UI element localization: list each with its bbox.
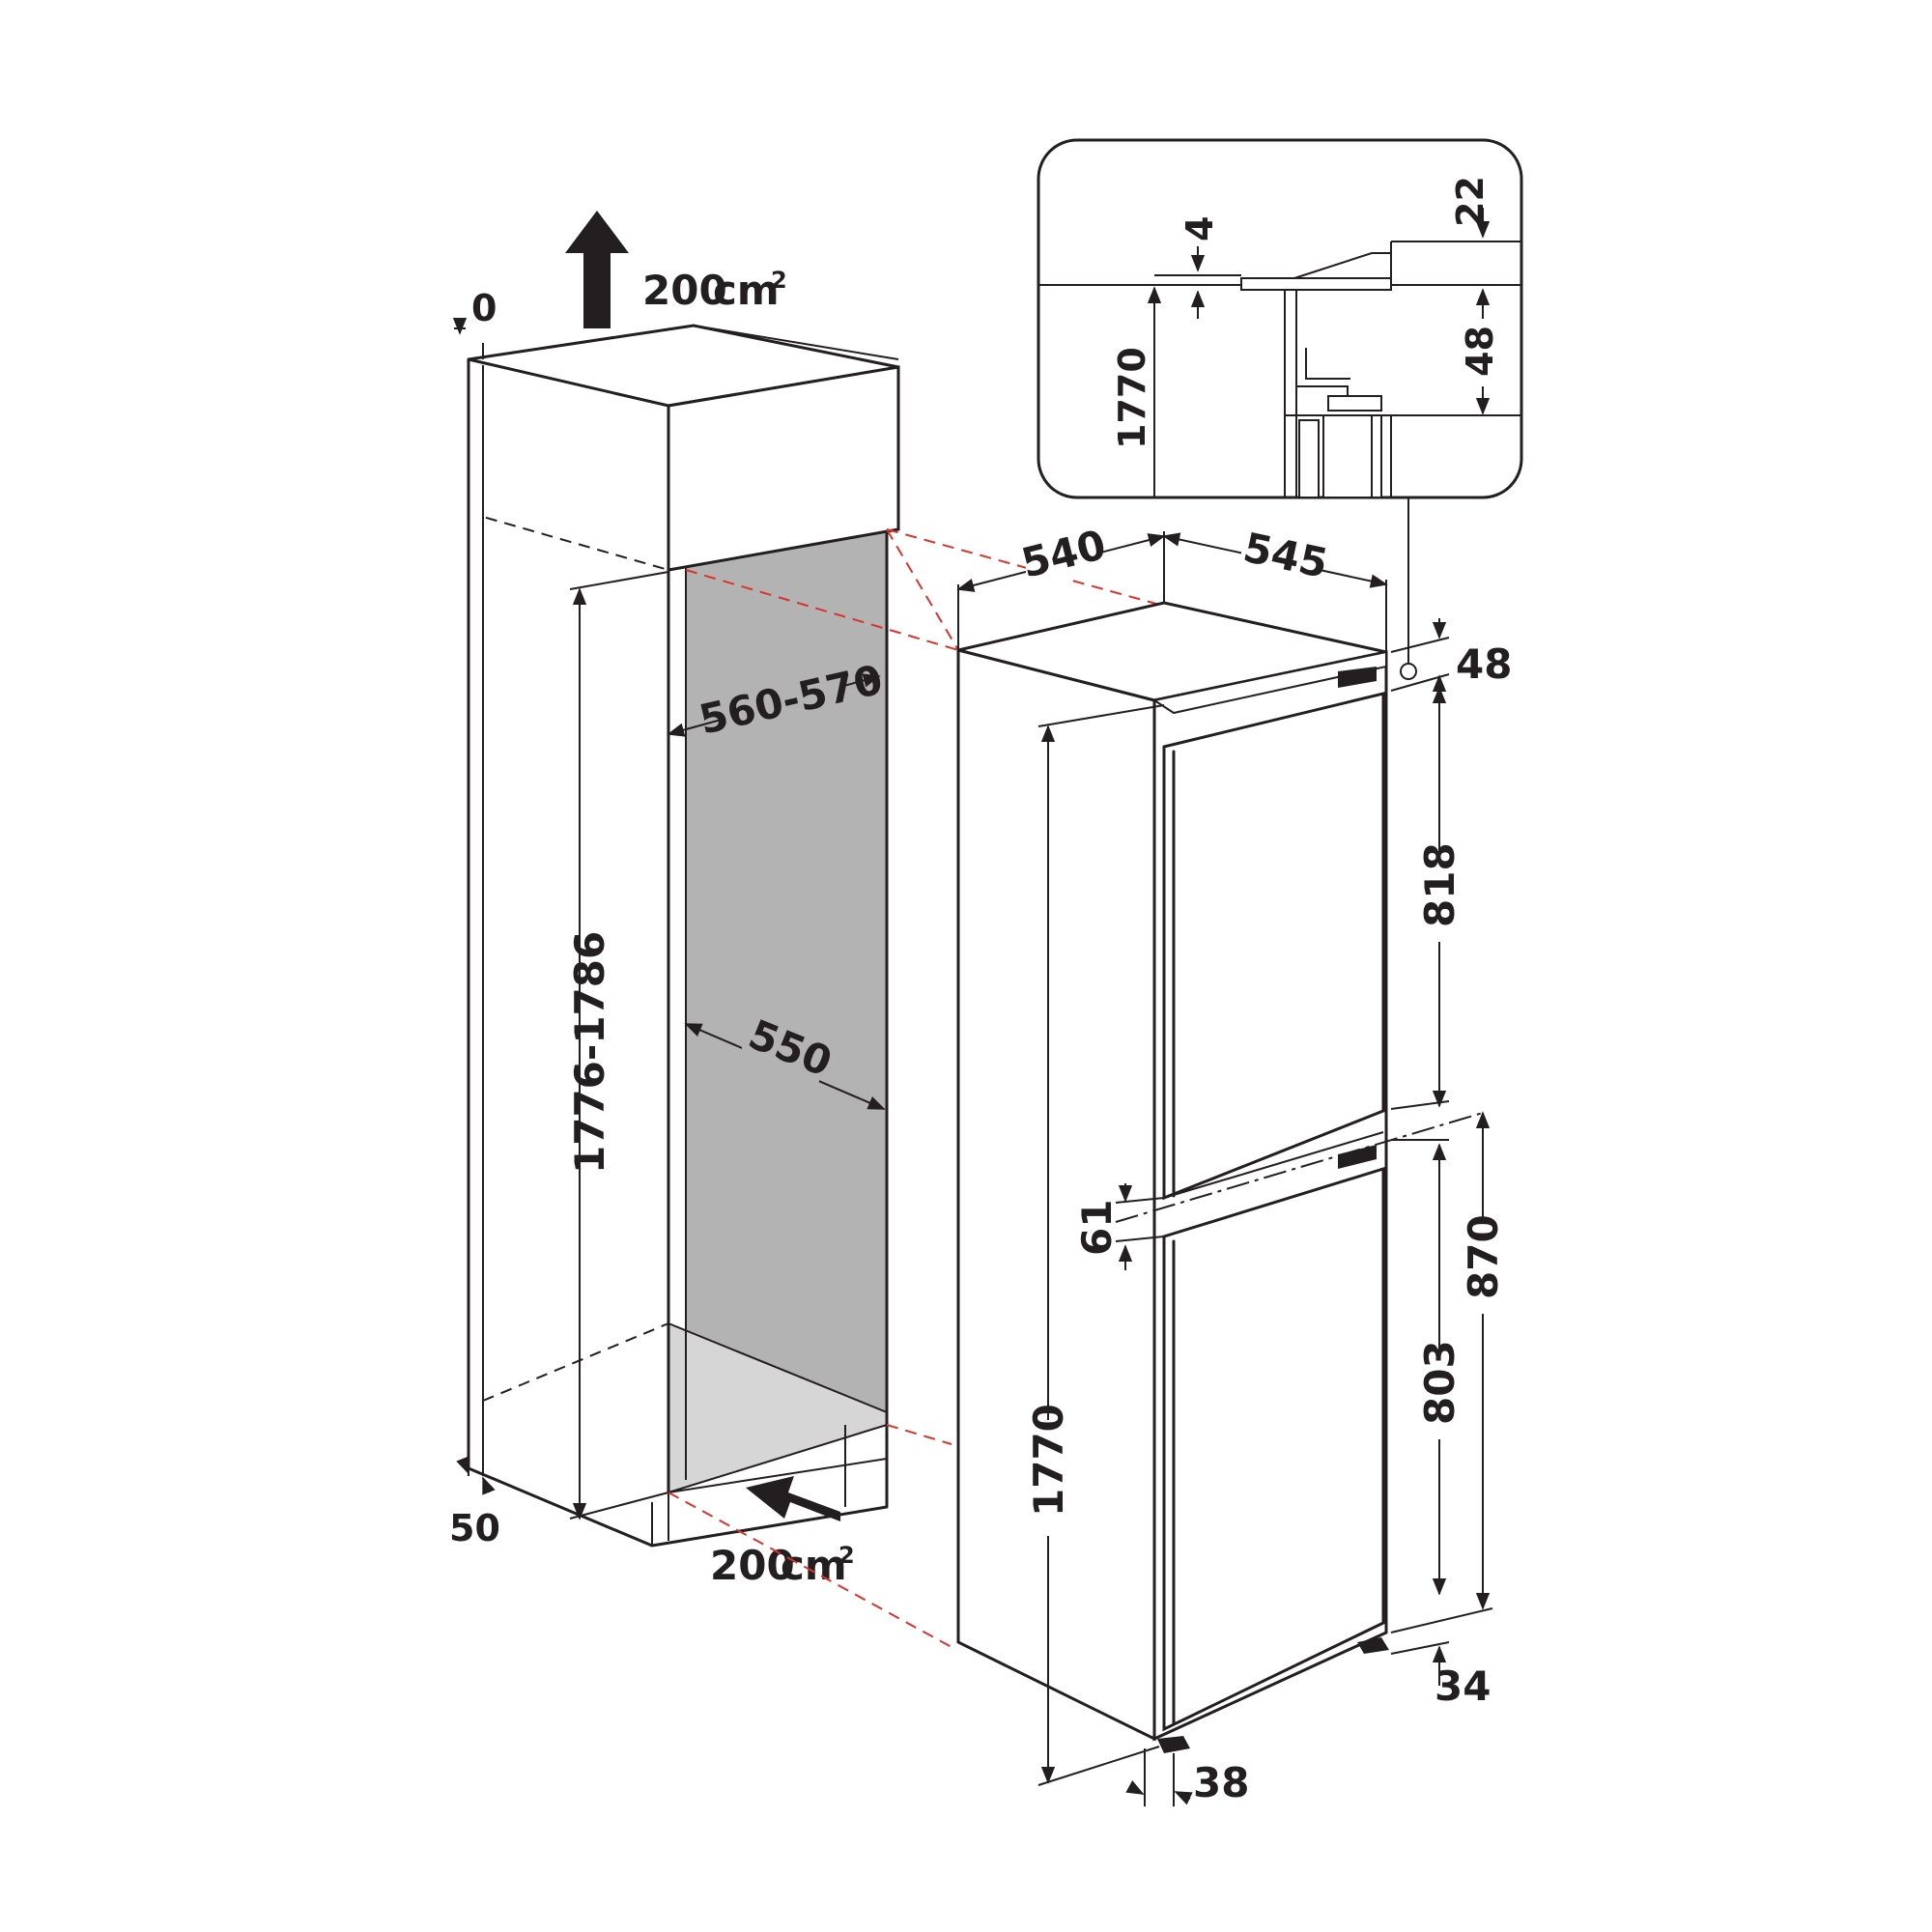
vent-top-unit: cm	[713, 267, 780, 314]
detail-frame	[1037, 138, 1523, 499]
upper-door-label: 818	[1416, 842, 1463, 927]
base-offset-label: 38	[1193, 1759, 1249, 1806]
plinth-offset-label: 34	[1435, 1662, 1491, 1710]
vent-top-area: 200	[642, 267, 727, 314]
vent-bottom-area: 200	[710, 1542, 795, 1589]
vent-bottom-sup: 2	[838, 1542, 855, 1569]
vent-top-sup: 2	[771, 267, 787, 294]
detail-offset-label: 4	[1179, 216, 1221, 242]
upper-door	[1162, 692, 1385, 1201]
lower-door	[1162, 1166, 1385, 1732]
top-gap-label: 0	[471, 287, 497, 329]
bottom-gap-label: 50	[449, 1507, 500, 1549]
vent-in-arrow	[746, 1476, 840, 1521]
cabinet-niche: 200 cm 2 200 cm 2 0 50 1776-1786 560-570…	[449, 211, 900, 1589]
niche-height-label: 1776-1786	[566, 931, 613, 1174]
top-clearance-label: 48	[1456, 640, 1512, 688]
lower-door-label: 803	[1416, 1340, 1463, 1425]
alignment-guides	[668, 528, 1175, 1648]
vent-up-arrow	[565, 211, 629, 328]
detail-top-label: 22	[1449, 176, 1492, 227]
appliance-height-label: 1770	[1025, 1404, 1072, 1517]
detail-clearance-label: 48	[1459, 326, 1501, 377]
lower-section-label: 870	[1460, 1214, 1507, 1299]
appliance: 540 545 48 818 870 803 34	[956, 493, 1512, 1806]
detail-height-label: 1770	[1111, 347, 1153, 449]
detail-inset: 4 22 48 1770	[1037, 138, 1523, 499]
vent-bottom-unit: cm	[781, 1542, 847, 1589]
door-gap-label: 61	[1073, 1200, 1121, 1256]
